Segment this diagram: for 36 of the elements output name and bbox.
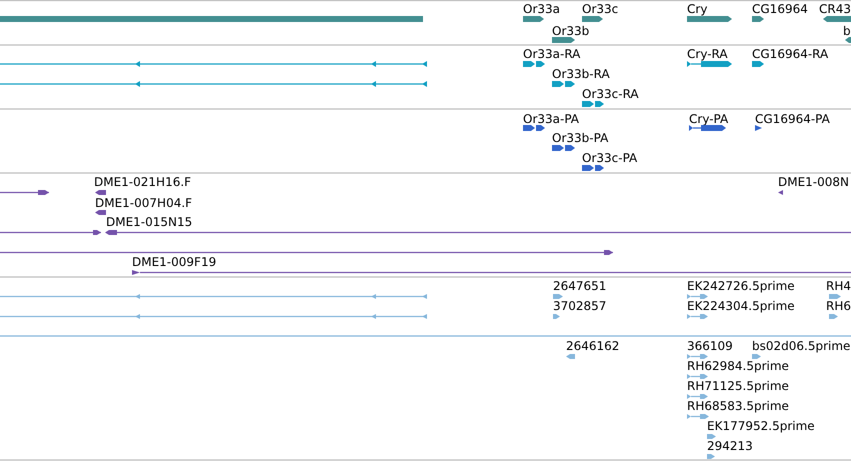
- feature-label: RH71125.5prime: [687, 380, 789, 392]
- feature-label: Cry-PA: [689, 112, 728, 124]
- feature-label: 2647651: [553, 280, 606, 292]
- feature-label: Or33c: [582, 3, 618, 15]
- feature-label: Or33a: [523, 3, 560, 15]
- feature-label: Or33b-RA: [552, 68, 610, 80]
- feature-label: RH68583.5prime: [687, 400, 789, 412]
- feature-label: Or33a-PA: [523, 112, 580, 124]
- feature-label: 3702857: [553, 300, 606, 312]
- feature-label: Or33c-RA: [582, 88, 639, 100]
- feature-label: EK224304.5prime: [687, 300, 795, 312]
- feature-label: RH6: [826, 300, 851, 312]
- feature-label: DME1-008N: [778, 176, 850, 188]
- feature-label: DME1-009F19: [132, 256, 216, 268]
- feature-label: Or33a-RA: [523, 48, 580, 60]
- feature-label: EK242726.5prime: [687, 280, 795, 292]
- feature-label: Or33c-PA: [582, 152, 638, 164]
- feature-label: CR43: [819, 3, 851, 15]
- feature-label: Cry-RA: [687, 48, 728, 60]
- feature-label: 2646162: [566, 340, 620, 352]
- feature-label: bs02d06.5prime: [752, 340, 850, 352]
- feature-label: EK177952.5prime: [707, 420, 815, 432]
- feature-label: DME1-015N15: [106, 216, 192, 228]
- feature-label: DME1-021H16.F: [94, 176, 192, 188]
- feature-label: Or33b: [552, 24, 590, 36]
- feature-label: Cry: [687, 3, 708, 15]
- feature-label: CG16964-PA: [755, 112, 830, 124]
- feature-label: b: [843, 24, 851, 36]
- feature-label: DME1-007H04.F: [95, 196, 192, 208]
- feature-label: 294213: [707, 440, 753, 452]
- feature-label: RH4: [826, 280, 851, 292]
- feature-label: 366109: [687, 340, 733, 352]
- feature-label: RH62984.5prime: [687, 360, 789, 372]
- feature-label: CG16964-RA: [752, 48, 828, 60]
- feature-label: CG16964: [752, 3, 808, 15]
- feature-label: Or33b-PA: [552, 132, 608, 144]
